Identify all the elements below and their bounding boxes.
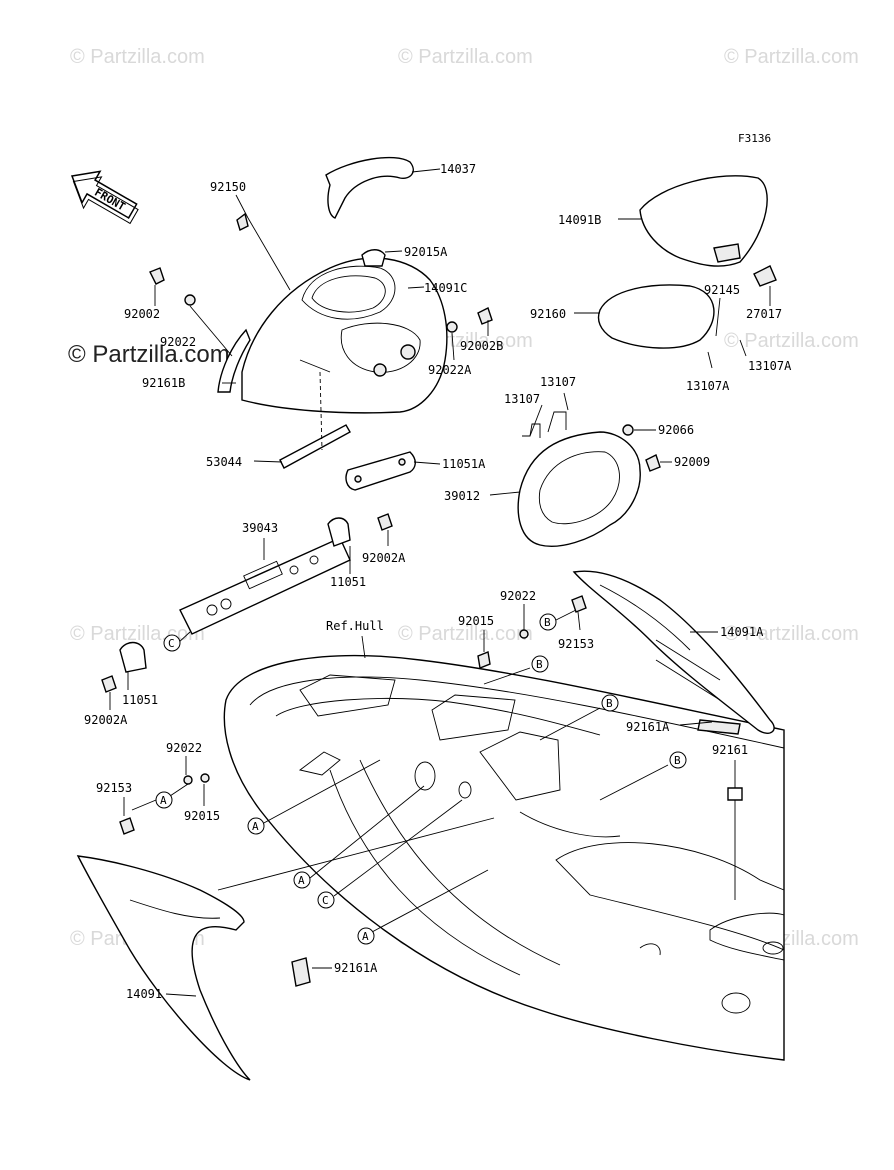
ref-markers: C A A A C A B B B B (155, 613, 687, 945)
ref-letter: B (536, 658, 543, 671)
ref-letter: A (298, 874, 305, 887)
part-label: 92022A (428, 363, 472, 377)
ref-letter: B (544, 616, 551, 629)
part-label: 39043 (242, 521, 278, 535)
part-label: 92153 (96, 781, 132, 795)
part-label: 92153 (558, 637, 594, 651)
part-label: 53044 (206, 455, 242, 469)
part-label: 92009 (674, 455, 710, 469)
part-label: 92161 (712, 743, 748, 757)
ref-marker-b (601, 694, 619, 712)
watermark: © Partzilla.com (724, 46, 859, 68)
ref-marker-b (531, 655, 549, 673)
watermark: © Partzilla.com (70, 623, 205, 645)
part-label: 39012 (444, 489, 480, 503)
part-label: 92002A (84, 713, 128, 727)
part-label: 92160 (530, 307, 566, 321)
part-label: 92022 (500, 589, 536, 603)
side-cover-left-drawing (76, 595, 587, 1081)
ref-marker-c (163, 634, 181, 652)
ref-letter: C (168, 637, 175, 650)
side-cover-right-drawing (572, 570, 775, 900)
leader-lines (109, 168, 771, 997)
part-label: 14091A (720, 625, 764, 639)
part-label: 92002A (362, 551, 406, 565)
part-label: 92015A (404, 245, 448, 259)
front-arrow-icon: FRONT (70, 170, 139, 225)
ref-letter: B (606, 697, 613, 710)
part-label: 92066 (658, 423, 694, 437)
part-label: 92002 (124, 307, 160, 321)
plate-drawing (101, 513, 393, 693)
part-label: 14091C (424, 281, 467, 295)
figure-code: F3136 (738, 132, 771, 145)
part-label: 92002B (460, 339, 503, 353)
part-label: 27017 (746, 307, 782, 321)
part-label: 92161B (142, 376, 185, 390)
ref-letter: A (252, 820, 259, 833)
part-label: 14037 (440, 162, 476, 176)
ref-marker-b (539, 613, 557, 631)
part-label: 92161A (626, 720, 670, 734)
part-label: 92022 (166, 741, 202, 755)
ref-marker-a (293, 871, 311, 889)
part-label: 13107 (540, 375, 576, 389)
glove-box-drawing (517, 175, 777, 547)
ref-letter: A (160, 794, 167, 807)
part-label: 11051 (122, 693, 158, 707)
ref-marker-a (357, 927, 375, 945)
part-label: 92161A (334, 961, 378, 975)
part-labels: 14037 92150 92015A 14091C 92002 92022 92… (84, 162, 792, 1001)
watermark: © Partzilla.com (724, 623, 859, 645)
part-label: 92022 (160, 335, 196, 349)
ref-letter: C (322, 894, 329, 907)
part-label: 13107 (504, 392, 540, 406)
watermark: © Partzilla.com (724, 330, 859, 352)
part-label: 14091 (126, 987, 162, 1001)
part-label: 92150 (210, 180, 246, 194)
watermark-main: © Partzilla.com (68, 341, 230, 368)
part-label: 13107A (748, 359, 792, 373)
part-label: 11051 (330, 575, 366, 589)
ref-marker-c (317, 891, 335, 909)
ref-marker-a (155, 791, 173, 809)
part-label: 92015 (458, 614, 494, 628)
ref-marker-b (669, 751, 687, 769)
watermark: © Partzilla.com (398, 623, 533, 645)
hull-drawing (223, 654, 785, 1061)
part-label: 92145 (704, 283, 740, 297)
part-label: 14091B (558, 213, 601, 227)
steering-cover-drawing (149, 156, 493, 491)
part-label: 13107A (686, 379, 730, 393)
ref-marker-a (247, 817, 265, 835)
part-label: 11051A (442, 457, 486, 471)
part-label: 92015 (184, 809, 220, 823)
watermark: © Partzilla.com (398, 46, 533, 68)
ref-letter: B (674, 754, 681, 767)
watermark: © Partzilla.com (70, 46, 205, 68)
ref-hull-label: Ref.Hull (326, 619, 384, 633)
ref-letter: A (362, 930, 369, 943)
